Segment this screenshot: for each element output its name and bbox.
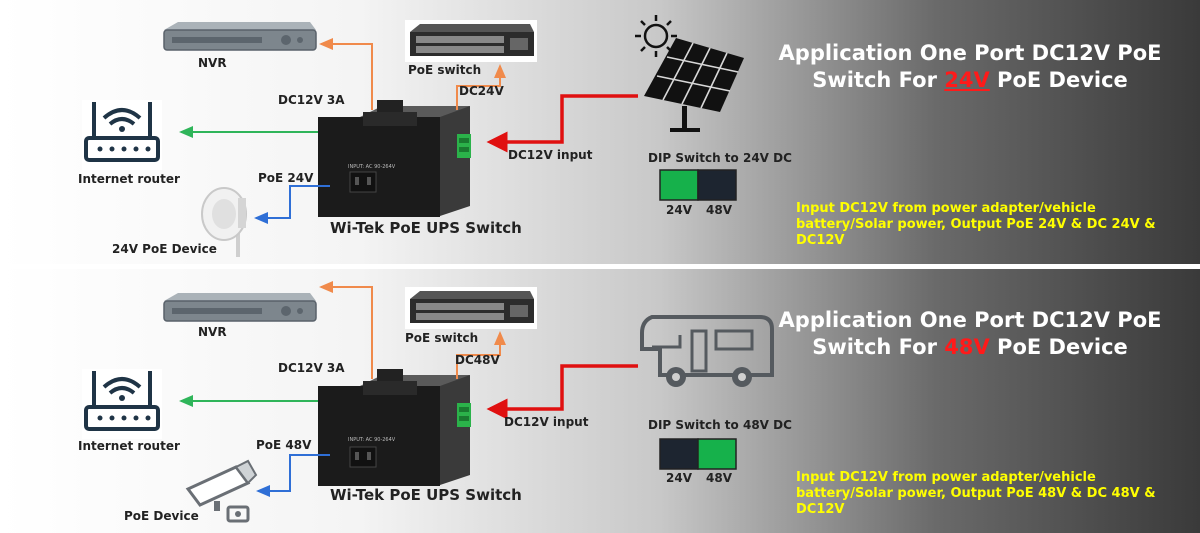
title-prefix: Switch For [812,68,945,92]
nvr-label: NVR [198,56,227,70]
title-line-1: Application One Port DC12V PoE [778,308,1162,332]
line-dc12v3a-to-nvr [319,281,373,379]
dip-48v-label: 48V [706,203,732,217]
input-plate-text: INPUT: AC 90-264V [348,437,396,443]
panel-48v: INPUT: AC 90-264V NVR PoE switch DC48V [0,269,1200,533]
poe-voltage-label: PoE 48V [256,438,312,452]
panel-title: Application One Port DC12V PoE Switch Fo… [760,307,1180,361]
dc12v3a-label: DC12V 3A [278,361,345,375]
dc12v3a-label: DC12V 3A [278,93,345,107]
title-line-1: Application One Port DC12V PoE [778,41,1162,65]
dip-switch-48v [697,438,737,470]
dip-label: DIP Switch to 48V DC [648,418,792,432]
title-suffix: PoE Device [989,335,1128,359]
router-label: Internet router [78,172,180,186]
title-suffix: PoE Device [989,68,1128,92]
poe-switch-icon [405,20,537,62]
input-label: DC12V input [508,148,593,162]
poe-ups-switch-icon [318,100,471,217]
line-poe-to-device [256,454,330,497]
nvr-icon [163,22,317,51]
line-dc12v-input [486,94,638,153]
line-dc24v-to-switch [456,64,506,110]
poe-ups-switch-icon [318,369,471,486]
solar-panel-icon [635,15,744,132]
nvr-label: NVR [198,325,227,339]
title-line-2: Switch For 24V PoE Device [760,67,1180,94]
panel-description: Input DC12V from power adapter/vehicle b… [796,470,1156,517]
router-label: Internet router [78,439,180,453]
input-plate-text: INPUT: AC 90-264V [348,164,396,170]
line-poe-to-device [254,185,330,224]
title-voltage-highlight: 48V [944,335,990,359]
panel-24v: INPUT: AC 90-264V [0,0,1200,264]
cctv-camera-icon [185,459,258,523]
dip-24v-label: 24V [666,471,692,485]
poe-device-dish-icon [201,187,247,257]
dip-switch-24v [659,438,699,470]
product-label: Wi-Tek PoE UPS Switch [330,486,522,504]
dip-48v-label: 48V [706,471,732,485]
input-label: DC12V input [504,415,589,429]
poe-switch-label: PoE switch [408,63,482,77]
line-dc12v-input [486,364,638,420]
title-voltage-highlight: 24V [944,68,990,92]
poe-switch-label: PoE switch [405,331,479,345]
dip-switch-24v [659,169,699,201]
title-prefix: Switch For [812,335,945,359]
poe-voltage-label: PoE 24V [258,171,314,185]
title-line-2: Switch For 48V PoE Device [760,334,1180,361]
dip-24v-label: 24V [666,203,692,217]
panel-48v-graphics: INPUT: AC 90-264V [82,281,774,523]
dc-out-label: DC24V [459,84,504,98]
panel-24v-graphics: INPUT: AC 90-264V [82,15,744,257]
line-dc12v3a-to-nvr [319,38,373,110]
device-label: 24V PoE Device [112,242,217,256]
dc-out-label: DC48V [455,353,500,367]
rv-icon [640,315,774,387]
panel-description: Input DC12V from power adapter/vehicle b… [796,201,1156,248]
poe-switch-icon [405,287,537,329]
device-label: PoE Device [124,509,199,523]
router-icon [82,369,162,439]
dip-switch-48v [697,169,737,201]
panel-title: Application One Port DC12V PoE Switch Fo… [760,40,1180,94]
nvr-icon [163,293,317,322]
product-label: Wi-Tek PoE UPS Switch [330,219,522,237]
dip-label: DIP Switch to 24V DC [648,151,792,165]
panel-divider [0,264,1200,269]
router-icon [82,100,162,170]
line-dc48v-to-switch [456,331,506,379]
